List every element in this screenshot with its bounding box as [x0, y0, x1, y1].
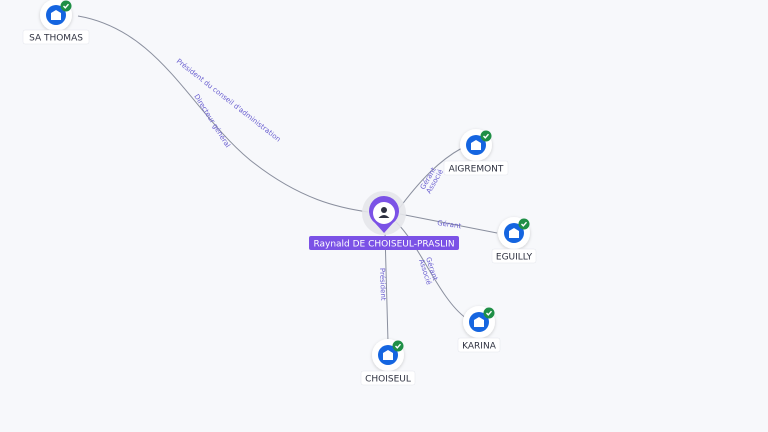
person-icon — [378, 207, 390, 218]
edge-eguilly — [399, 213, 498, 234]
company-label: AIGREMONT — [449, 165, 504, 175]
edge-karina — [395, 221, 467, 319]
person-name-label: Raynald DE CHOISEUL-PRASLIN — [313, 240, 454, 250]
company-label: KARINA — [462, 342, 497, 352]
edge-labels: Président du conseil d'administration Di… — [175, 57, 462, 301]
edge-label-choiseul-1: Président — [378, 268, 387, 301]
company-label: SA THOMAS — [29, 34, 83, 44]
person-node[interactable]: Raynald DE CHOISEUL-PRASLIN — [309, 191, 459, 250]
company-node-choiseul[interactable]: CHOISEUL — [360, 339, 416, 386]
company-label: EGUILLY — [496, 253, 533, 263]
company-node-karina[interactable]: KARINA — [457, 306, 501, 353]
edge-label-sa-thomas-1: Président du conseil d'administration — [175, 57, 282, 143]
edge-label-eguilly-1: Gérant — [437, 219, 462, 230]
company-node-eguilly[interactable]: EGUILLY — [491, 217, 537, 264]
edge-sa-thomas — [77, 15, 369, 213]
edge-aigremont — [397, 147, 463, 211]
company-node-aigremont[interactable]: AIGREMONT — [443, 129, 509, 176]
company-label: CHOISEUL — [365, 375, 411, 385]
company-node-sa-thomas[interactable]: SA THOMAS — [22, 0, 90, 45]
